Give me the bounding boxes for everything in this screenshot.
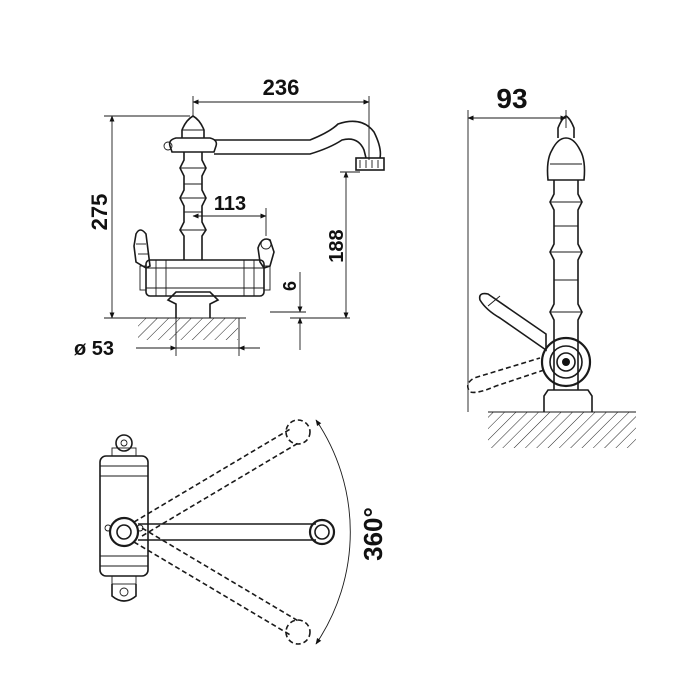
dim-base-diameter: ø 53	[74, 318, 260, 360]
side-counter-hatch	[488, 412, 636, 448]
front-base	[166, 291, 220, 318]
dim-valve-offset: 113	[192, 193, 267, 236]
dim-label-188: 188	[326, 229, 348, 262]
top-handle-bottom	[111, 584, 137, 602]
front-counter-hatch	[138, 318, 238, 340]
top-view: 360°	[99, 419, 388, 645]
central-column	[179, 152, 207, 260]
dim-label-93: 93	[496, 83, 527, 114]
dim-label-6: 6	[280, 281, 300, 291]
dim-total-height: 275	[87, 115, 190, 319]
dim-label-360: 360°	[358, 507, 388, 561]
side-view: 93	[466, 83, 636, 448]
dim-side-depth: 93	[467, 83, 567, 412]
top-spout	[138, 518, 336, 546]
top-spout-dashed-upper	[133, 419, 311, 537]
side-lever-dashed	[466, 357, 545, 394]
dim-label-53: ø 53	[74, 338, 114, 360]
dim-label-275: 275	[87, 194, 112, 231]
top-center-hub	[108, 516, 140, 548]
dim-label-236: 236	[263, 75, 300, 100]
rotation-arc	[315, 419, 351, 645]
dim-spout-height: 188	[290, 171, 360, 319]
dim-label-113: 113	[214, 193, 246, 215]
left-lever-handle	[133, 229, 151, 269]
spout	[214, 120, 385, 171]
top-handle-top	[115, 434, 133, 452]
dim-small-gap: 6	[270, 272, 306, 350]
side-column	[549, 180, 583, 390]
top-spout-dashed-lower	[133, 527, 311, 645]
side-valve-disc	[540, 336, 592, 388]
front-view: 236 275 113 188 6	[74, 75, 385, 360]
side-lever	[478, 292, 547, 352]
right-lever-handle	[257, 238, 275, 269]
top-valve-body	[99, 447, 149, 585]
valve-body	[139, 259, 271, 297]
dim-spout-reach: 236	[192, 75, 370, 160]
top-finial	[163, 115, 218, 153]
